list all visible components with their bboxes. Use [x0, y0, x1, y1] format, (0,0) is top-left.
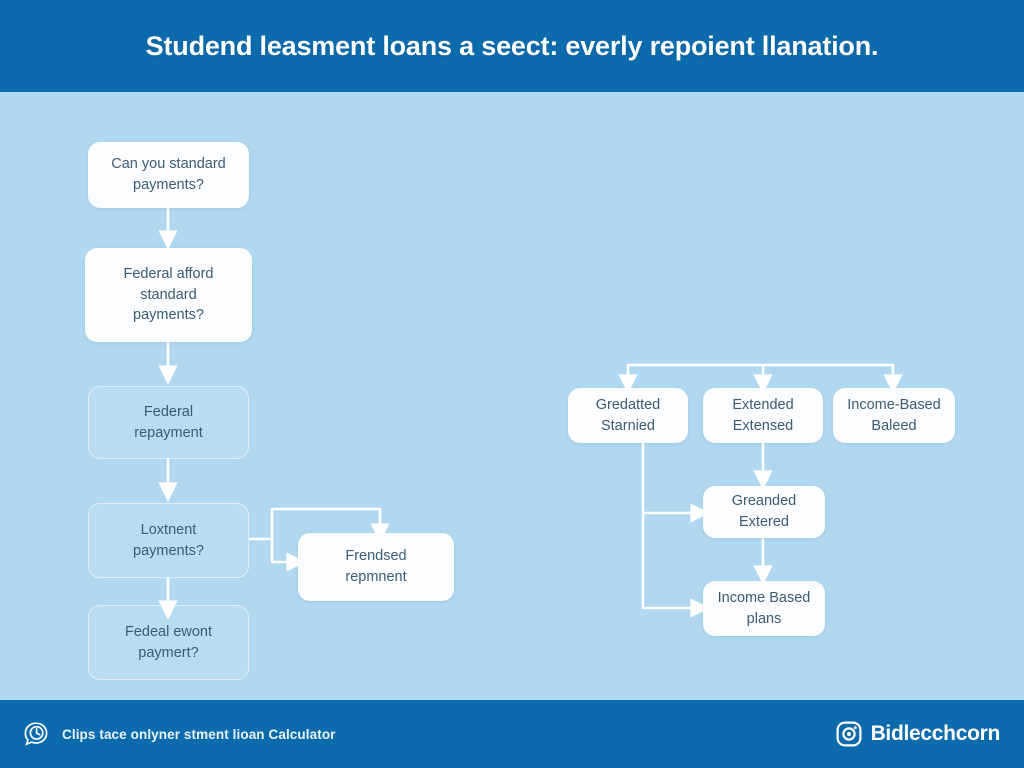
node-label: Federal repayment — [134, 403, 203, 441]
footer-bar: Clips tace onlyner stment lioan Calculat… — [0, 700, 1024, 768]
node-label: Frendsed repmnent — [345, 548, 407, 585]
camera-circle-icon — [836, 721, 862, 747]
node-extended-extensed[interactable]: Extended Extensed — [703, 388, 823, 443]
node-federal-afford-standard-payments[interactable]: Federal afford standard payments? — [85, 248, 252, 342]
node-label: Federal afford standard payments? — [123, 266, 214, 324]
footer-note-text: Clips tace onlyner stment lioan Calculat… — [62, 726, 336, 742]
connector-gredatted-to-greanded — [641, 443, 710, 523]
node-label: Income Based plans — [717, 589, 811, 627]
brand-name: Bidlecchcorn — [870, 722, 1001, 745]
node-loxtnent-payments[interactable]: Loxtnent payments? — [88, 503, 249, 578]
connector-gredatted-to-income-plans — [641, 513, 710, 618]
node-label: Gredatted Starnied — [595, 396, 661, 434]
node-greanded-extered[interactable]: Greanded Extered — [703, 486, 825, 538]
node-label: Extended Extensed — [732, 396, 794, 434]
node-fedeal-ewont-paymert[interactable]: Fedeal ewont paymert? — [88, 605, 249, 680]
page-title: Studend leasment loans a seect: everly r… — [145, 30, 879, 61]
clock-chat-icon — [22, 720, 50, 748]
node-label: Greanded Extered — [731, 493, 797, 530]
node-can-you-standard-payments[interactable]: Can you standard payments? — [88, 142, 249, 208]
node-label: Can you standard payments? — [111, 156, 226, 193]
connector-right-bus — [626, 363, 895, 382]
connector-loxtnent-to-frendsed — [270, 539, 306, 572]
node-label: Income-Based Baleed — [847, 396, 941, 434]
header-bar: Studend leasment loans a seect: everly r… — [0, 0, 1024, 92]
node-label: Loxtnent payments? — [133, 521, 204, 559]
flowchart-canvas: Can you standard payments? Federal affor… — [0, 92, 1024, 700]
node-frendsed-repmnent[interactable]: Frendsed repmnent — [298, 533, 454, 601]
node-label: Fedeal ewont paymert? — [124, 623, 213, 661]
node-gredatted-starnied[interactable]: Gredatted Starnied — [568, 388, 688, 443]
node-federal-repayment[interactable]: Federal repayment — [88, 386, 249, 459]
node-income-based-baleed[interactable]: Income-Based Baleed — [833, 388, 955, 443]
node-income-based-plans[interactable]: Income Based plans — [703, 581, 825, 636]
brand-group[interactable]: Bidlecchcorn — [836, 700, 1000, 768]
footer-note-group: Clips tace onlyner stment lioan Calculat… — [22, 700, 336, 768]
